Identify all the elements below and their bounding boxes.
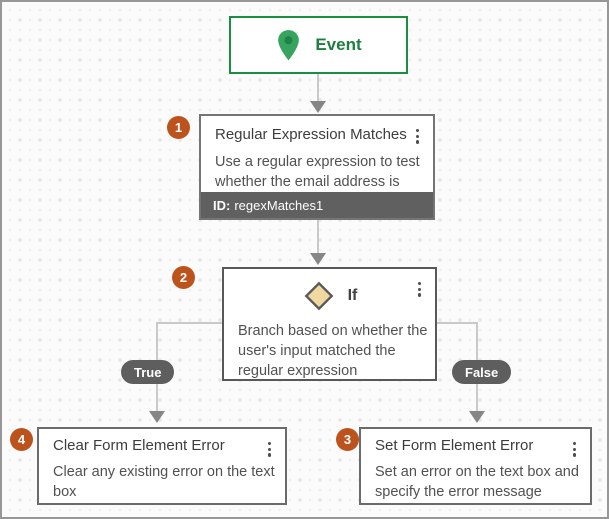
- step-badge-4: 4: [10, 428, 33, 451]
- step-badge-2-number: 2: [179, 270, 188, 285]
- id-prefix-label: ID:: [213, 197, 231, 213]
- connector-event-to-regex: [317, 74, 319, 102]
- clear-form-element-error-node[interactable]: Clear Form Element Error Clear any exist…: [37, 427, 287, 505]
- kebab-menu-icon[interactable]: [262, 440, 277, 459]
- set-error-node-description: Set an error on the text box and specify…: [375, 464, 579, 500]
- branch-label-true-text: True: [134, 364, 162, 380]
- arrowhead-into-regex: [310, 101, 326, 113]
- clear-error-node-title: Clear Form Element Error: [53, 437, 225, 454]
- if-node-header: If: [224, 276, 435, 316]
- arrowhead-into-clear-error: [149, 411, 165, 423]
- connector-regex-to-if: [317, 220, 319, 254]
- branch-label-false-text: False: [465, 364, 499, 380]
- set-form-element-error-node[interactable]: Set Form Element Error Set an error on t…: [359, 427, 592, 505]
- step-badge-4-number: 4: [17, 432, 26, 447]
- if-node-title: If: [347, 287, 358, 304]
- kebab-menu-icon[interactable]: [567, 440, 582, 459]
- clear-error-node-description: Clear any existing error on the text box: [53, 464, 275, 500]
- branch-label-true: True: [121, 360, 175, 384]
- arrowhead-into-if: [310, 253, 326, 265]
- event-node-label: Event: [315, 35, 362, 54]
- branch-label-false: False: [452, 360, 512, 384]
- event-node[interactable]: Event: [229, 16, 408, 74]
- map-pin-icon: [275, 29, 302, 62]
- kebab-menu-icon[interactable]: [410, 127, 425, 146]
- step-badge-3-number: 3: [343, 432, 352, 447]
- regex-node-id-bar: ID: regexMatches1: [201, 192, 433, 218]
- regex-node-title: Regular Expression Matches: [215, 126, 407, 143]
- step-badge-2: 2: [172, 266, 195, 289]
- regex-matches-node[interactable]: Regular Expression Matches Use a regular…: [199, 114, 435, 220]
- kebab-menu-icon[interactable]: [412, 280, 427, 299]
- step-badge-3: 3: [336, 428, 359, 451]
- diamond-icon: [302, 279, 336, 313]
- id-value-text: regexMatches1: [234, 197, 324, 213]
- arrowhead-into-set-error: [469, 411, 485, 423]
- step-badge-1: 1: [167, 116, 190, 139]
- if-node[interactable]: If Branch based on whether the user's in…: [222, 267, 437, 381]
- connector-false-horizontal: [437, 322, 478, 324]
- connector-true-horizontal: [156, 322, 222, 324]
- set-error-node-title: Set Form Element Error: [375, 437, 534, 454]
- if-node-description: Branch based on whether the user's input…: [238, 323, 428, 379]
- step-badge-1-number: 1: [174, 120, 183, 135]
